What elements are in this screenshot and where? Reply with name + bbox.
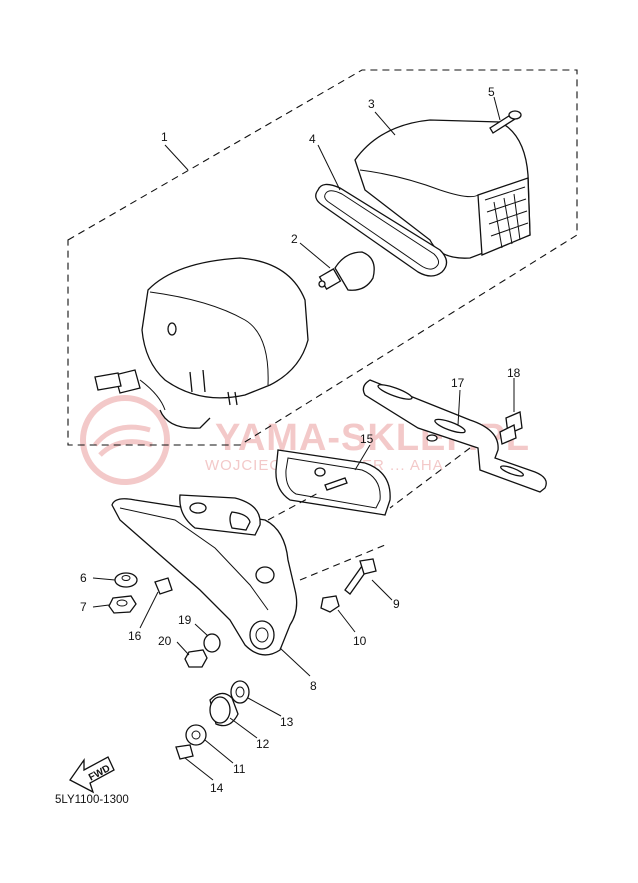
part-number: 2 [291,232,298,246]
part-7-nut [108,595,137,614]
part-number: 1 [161,130,168,144]
part-12-damper [209,692,239,727]
part-10-nut [320,595,340,613]
part-19-washer [203,633,221,653]
part-number: 10 [353,634,367,648]
part-number: 12 [256,737,270,751]
part-number: 18 [507,366,521,380]
part-number: 3 [368,97,375,111]
part-13-collar [230,680,250,704]
part-11-collar [185,724,207,746]
assembly-boundary [67,69,578,446]
part-number: 9 [393,597,400,611]
part-number: 4 [309,132,316,146]
part-15-license-lens [275,449,391,516]
phantom-lines [267,447,471,581]
part-number: 5 [488,85,495,99]
leader-lines [92,96,515,781]
part-number: 15 [360,432,374,446]
part-9-bolt [344,558,377,595]
part-number: 13 [280,715,294,729]
part-5-screw [489,110,522,134]
part-1-housing [94,257,309,429]
part-14-bolt [175,744,194,760]
part-16-nut [154,577,173,595]
part-numbers: 1 2 3 4 5 6 7 8 9 10 11 12 13 14 15 16 1… [80,85,521,795]
watermark-logo-wave [93,424,153,457]
part-4-gasket [315,183,448,277]
part-3-lens [354,119,531,259]
part-number: 6 [80,571,87,585]
part-number: 11 [233,762,246,776]
fwd-arrow: FWD [69,756,115,794]
part-number: 16 [128,629,142,643]
part-number: 20 [158,634,172,648]
diagram-code: 5LY1100-1300 [55,794,129,806]
part-17-bracket [362,379,547,493]
part-6-collar [114,572,138,588]
part-number: 7 [80,600,87,614]
part-number: 14 [210,781,224,795]
part-2-bulb [318,251,375,291]
part-number: 19 [178,613,192,627]
part-20-nut [184,649,208,668]
part-number: 8 [310,679,317,693]
part-8-mount [111,494,298,656]
part-18-bolt [499,411,523,445]
watermark-logo [80,395,170,485]
part-number: 17 [451,376,465,390]
